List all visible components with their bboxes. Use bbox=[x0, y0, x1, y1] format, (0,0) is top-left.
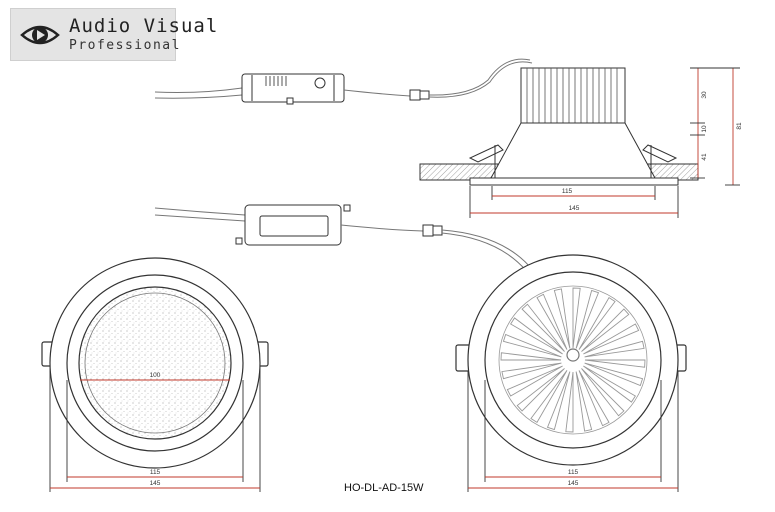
heatsink-fin bbox=[530, 370, 568, 423]
heatsink-fin bbox=[583, 323, 640, 355]
heatsink-fin bbox=[584, 359, 646, 368]
heatsink-fin bbox=[500, 352, 562, 361]
dim-side-115: 115 bbox=[562, 188, 573, 195]
heatsink-fin bbox=[506, 365, 563, 397]
dim-front-115: 115 bbox=[150, 469, 161, 476]
heatsink-fin bbox=[502, 333, 562, 358]
side-view bbox=[419, 67, 699, 186]
heatsink-fin bbox=[578, 370, 610, 427]
brand-logo: Audio Visual Professional bbox=[10, 8, 217, 61]
heatsink-fin bbox=[584, 340, 645, 358]
heatsink-fin bbox=[536, 293, 568, 350]
logo-subtitle: Professional bbox=[69, 38, 181, 53]
heatsink-fin bbox=[575, 289, 600, 349]
heatsink-fin bbox=[583, 365, 636, 403]
dim-side-41: 41 bbox=[701, 153, 708, 161]
driver-middle bbox=[154, 204, 574, 355]
heatsink-fin bbox=[581, 368, 625, 417]
heatsink-fin bbox=[521, 303, 565, 352]
dim-back-115: 115 bbox=[568, 469, 579, 476]
dim-side-10: 10 bbox=[701, 125, 708, 133]
heatsink-fin bbox=[501, 362, 562, 380]
driver-top bbox=[154, 58, 533, 105]
eye-icon bbox=[20, 25, 60, 45]
heatsink-fin bbox=[572, 287, 581, 349]
side-view-dimensions bbox=[469, 67, 740, 218]
dim-side-145: 145 bbox=[569, 205, 580, 212]
heatsink-fin bbox=[553, 288, 571, 349]
back-view bbox=[455, 254, 687, 466]
back-view-dimensions bbox=[467, 371, 679, 492]
dim-front-100: 100 bbox=[150, 372, 161, 379]
heatsink-fin bbox=[565, 371, 574, 433]
heatsink-fin bbox=[516, 368, 565, 412]
dim-back-145: 145 bbox=[568, 480, 579, 487]
heatsink-fin bbox=[510, 317, 563, 355]
logo-title: Audio Visual bbox=[69, 15, 219, 37]
heatsink-fin bbox=[575, 371, 593, 432]
heatsink-fin bbox=[546, 371, 571, 431]
dim-side-81: 81 bbox=[736, 122, 743, 130]
heatsink-fin bbox=[578, 297, 616, 350]
dim-front-145: 145 bbox=[150, 480, 161, 487]
heatsink-fin bbox=[584, 362, 644, 387]
front-view-dimensions bbox=[49, 366, 261, 492]
model-caption: HO-DL-AD-15W bbox=[344, 482, 424, 494]
heatsink-fin bbox=[581, 308, 630, 352]
front-view bbox=[41, 257, 269, 469]
dim-side-30: 30 bbox=[701, 91, 708, 99]
